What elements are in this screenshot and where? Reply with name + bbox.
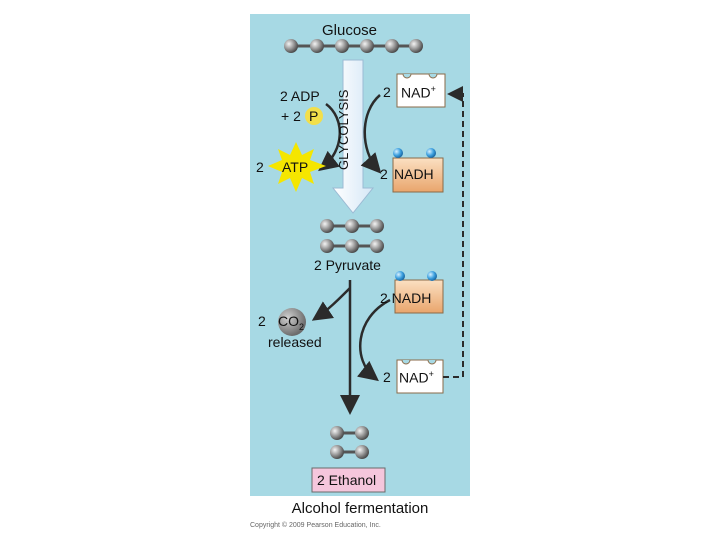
ethanol-box (311, 467, 386, 493)
ethanol-molecules (330, 426, 369, 459)
nad-top-label: NAD+ (401, 84, 436, 101)
phosphate-icon (305, 107, 323, 125)
nad-top-coefficient: 2 (383, 84, 391, 100)
co2-coefficient: 2 (258, 313, 266, 329)
adp-to-atp-arrow (318, 102, 341, 172)
nad-bottom-label: NAD+ (399, 369, 434, 386)
glucose-label: Glucose (322, 22, 378, 39)
pyruvate-label: 2 Pyruvate (314, 257, 381, 273)
co2-icon (278, 308, 306, 336)
copyright-notice: Copyright © 2009 Pearson Education, Inc. (250, 522, 381, 529)
nadh-top-coefficient: 2 (380, 166, 388, 182)
nadh-to-nad-arrow (357, 298, 391, 382)
figure-caption: Alcohol fermentation (291, 500, 429, 517)
nad-recycle-loop (443, 86, 464, 378)
nad-bottom-coefficient: 2 (383, 369, 391, 385)
atp-coefficient: 2 (256, 159, 264, 175)
ethanol-label: 2 Ethanol (317, 472, 377, 488)
nad-top-box (396, 73, 446, 108)
released-label: released (268, 334, 322, 350)
co2-label: CO2 (278, 313, 305, 332)
nad-to-nadh-arrow (360, 94, 382, 174)
phosphate-label: P (309, 108, 319, 124)
atp-label: ATP (282, 159, 309, 175)
nadh-top-box (392, 148, 444, 193)
atp-star-icon (268, 142, 326, 192)
adp-plus-label: + 2 (281, 108, 301, 124)
pyruvate-molecules (320, 219, 384, 253)
nadh-mid-label: 2 NADH (380, 290, 432, 306)
nadh-mid-box (394, 271, 444, 314)
nad-bottom-box (396, 359, 444, 394)
adp-label: 2 ADP (280, 88, 320, 104)
glycolysis-label: GLYCOLYSIS (336, 89, 351, 170)
glycolysis-arrow (331, 59, 375, 214)
glucose-molecule (284, 39, 423, 53)
nadh-top-label: NADH (394, 166, 434, 182)
co2-release-arrow (311, 287, 351, 321)
